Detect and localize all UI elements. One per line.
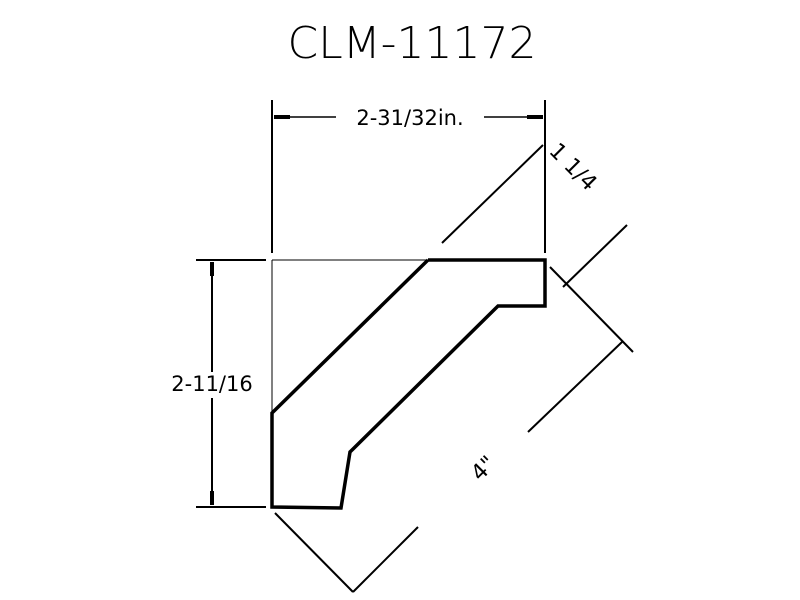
drawing-title: CLM-11172 [287,18,536,69]
length-dimension [274,512,419,593]
height-label: 2-11/16 [171,372,252,396]
width-dimension [271,100,546,253]
height-dimension [196,259,266,508]
depth-dimension [441,144,634,433]
depth-label: 1 1/4 [544,139,602,197]
length-label: 4" [467,452,502,487]
width-label: 2-31/32in. [356,106,463,130]
molding-profile [270,258,547,510]
